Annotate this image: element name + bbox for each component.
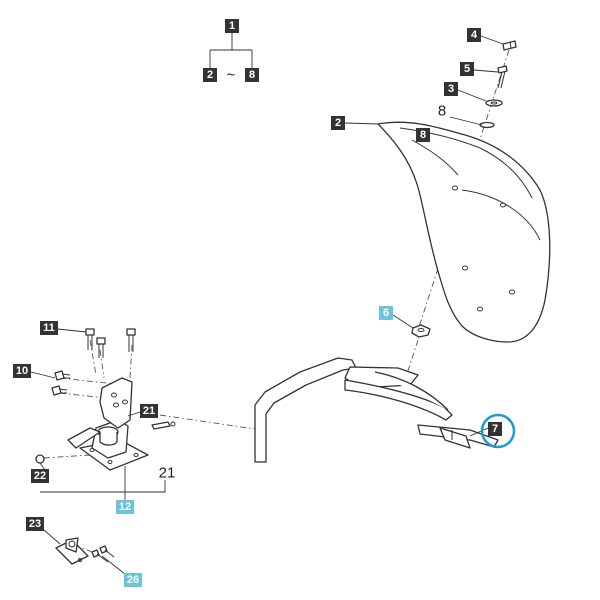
svg-text:3: 3 — [448, 83, 454, 95]
svg-text:11: 11 — [43, 322, 55, 334]
bracket-assembly-part — [35, 377, 149, 471]
callout-label-5[interactable]: 5 — [460, 62, 474, 76]
svg-text:1: 1 — [229, 20, 235, 32]
washer-part — [485, 99, 503, 107]
cap-part — [502, 40, 517, 51]
callout-label-26[interactable]: 26 — [124, 573, 142, 587]
plain-label-8[interactable]: 8 — [438, 103, 446, 120]
pin-part — [151, 421, 176, 430]
svg-text:2: 2 — [335, 117, 341, 129]
seal-part — [479, 121, 495, 129]
callout-label-1[interactable]: 1 — [225, 19, 239, 33]
svg-text:22: 22 — [34, 470, 46, 482]
callout-label-8-fender[interactable]: 8 — [416, 128, 430, 142]
svg-text:7: 7 — [492, 423, 498, 435]
assembly-center-lines — [43, 49, 510, 553]
bolts-part — [85, 328, 136, 358]
svg-text:2: 2 — [207, 69, 213, 81]
callout-label-21-box[interactable]: 21 — [140, 404, 158, 418]
leader-lines — [30, 33, 504, 575]
svg-text:23: 23 — [29, 518, 41, 530]
nut-part — [411, 324, 431, 338]
small-screws-part — [91, 545, 115, 563]
callout-label-2-fender[interactable]: 2 — [331, 116, 345, 130]
callout-label-7[interactable]: 7 — [488, 422, 502, 436]
callout-label-8-range[interactable]: 8 — [245, 68, 259, 82]
range-tilde: ~ — [227, 67, 236, 84]
callout-label-12[interactable]: 12 — [116, 500, 134, 514]
callout-label-4[interactable]: 4 — [467, 28, 481, 42]
callout-label-10[interactable]: 10 — [13, 364, 31, 378]
small-bracket-part — [55, 537, 89, 565]
svg-text:5: 5 — [464, 63, 470, 75]
fender-support-part — [254, 357, 499, 463]
callout-label-2-range[interactable]: 2 — [203, 68, 217, 82]
callout-label-6[interactable]: 6 — [379, 306, 393, 320]
svg-text:21: 21 — [143, 405, 155, 417]
screws-part — [51, 370, 71, 396]
bolt-part — [497, 65, 508, 89]
callout-label-3[interactable]: 3 — [444, 82, 458, 96]
svg-text:12: 12 — [119, 501, 131, 513]
callout-label-23[interactable]: 23 — [26, 517, 44, 531]
svg-text:8: 8 — [249, 69, 255, 81]
callout-label-11[interactable]: 11 — [40, 321, 58, 335]
svg-text:8: 8 — [420, 129, 426, 141]
svg-text:4: 4 — [471, 29, 478, 41]
highlight-ring — [480, 413, 516, 449]
fender-part — [377, 121, 551, 343]
callout-label-22[interactable]: 22 — [31, 469, 49, 483]
svg-text:6: 6 — [383, 307, 389, 319]
svg-text:26: 26 — [127, 574, 139, 586]
svg-text:10: 10 — [16, 365, 28, 377]
plain-label-21[interactable]: 21 — [159, 465, 176, 482]
